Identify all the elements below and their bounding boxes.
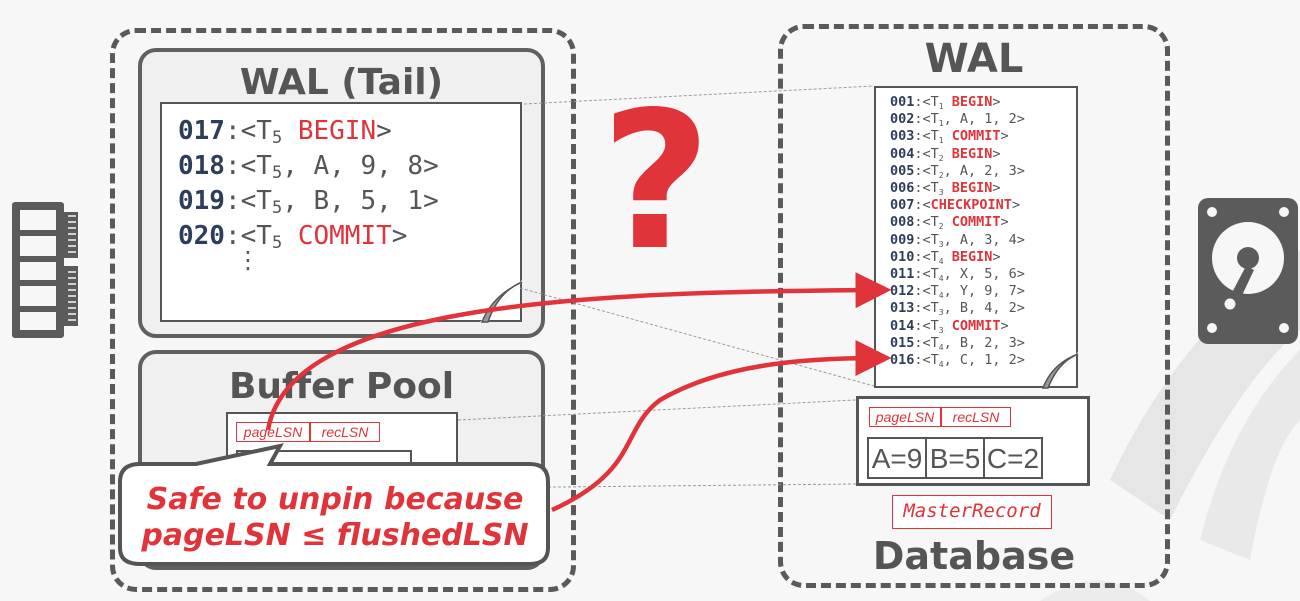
- wal-disk-record: 009:<T3, A, 3, 4>: [890, 231, 1025, 249]
- disk-region: [778, 24, 1170, 588]
- buffer-page-lsn-tag: pageLSN: [236, 422, 310, 442]
- zoom-guide-lines: [457, 85, 875, 489]
- buffer-rec-lsn-tag: recLSN: [310, 422, 380, 442]
- wal-disk-record: 007:<CHECKPOINT>: [890, 197, 1021, 214]
- disk-page-curl-icon: [1041, 352, 1079, 389]
- wal-disk-record: 014:<T3 COMMIT>: [890, 317, 1009, 335]
- wal-disk-record: 003:<T1 COMMIT>: [890, 128, 1009, 146]
- wal-disk-record: 015:<T4, B, 2, 3>: [890, 334, 1025, 352]
- wal-disk-record: 001:<T1 BEGIN>: [890, 94, 1001, 111]
- page-lsn-arrow: [265, 272, 892, 431]
- wal-disk-record: 005:<T2, A, 2, 3>: [890, 162, 1025, 180]
- wal-disk-record: 004:<T2 BEGIN>: [890, 145, 1001, 163]
- db-cell-a: A=9: [867, 437, 927, 479]
- wal-disk-record: 002:<T1, A, 1, 2>: [890, 111, 1025, 129]
- database-title: Database: [872, 534, 1076, 578]
- wal-tail-document: 017:<T5 BEGIN>018:<T5, A, 9, 8>019:<T5, …: [160, 102, 522, 322]
- callout-line-1: Safe to unpin because: [146, 482, 524, 517]
- wal-tail-ellipsis: ⋮: [236, 246, 260, 274]
- wal-tail-record: 018:<T5, A, 9, 8>: [178, 151, 439, 183]
- wal-disk-record: 008:<T2 COMMIT>: [890, 214, 1009, 232]
- callout-line-2: pageLSN ≤ flushedLSN: [141, 518, 529, 553]
- wal-tail-record: 020:<T5 COMMIT>: [178, 221, 408, 253]
- db-cell-b: B=5: [925, 437, 985, 479]
- wal-disk-title: WAL: [924, 36, 1024, 82]
- wal-tail-record: 019:<T5, B, 5, 1>: [178, 186, 439, 218]
- flushed-lsn-arrow: [551, 340, 892, 513]
- wal-tail-title: WAL (Tail): [239, 62, 444, 103]
- memory-region: [110, 28, 576, 592]
- db-rec-lsn-tag: recLSN: [941, 407, 1011, 427]
- wal-disk-document: 001:<T1 BEGIN>002:<T1, A, 1, 2>003:<T1 C…: [874, 86, 1078, 388]
- wal-disk-record: 013:<T3, B, 4, 2>: [890, 300, 1025, 318]
- db-page-lsn-tag: pageLSN: [869, 407, 941, 427]
- question-mark: ?: [600, 71, 712, 292]
- memory-icon: [12, 202, 78, 338]
- wal-disk-record: 016:<T4, C, 1, 2>: [890, 352, 1025, 369]
- wal-disk-record: 012:<T4, Y, 9, 7>: [890, 283, 1025, 301]
- wal-disk-record: 011:<T4, X, 5, 6>: [890, 266, 1025, 283]
- wal-disk-record: 010:<T4 BEGIN>: [890, 248, 1001, 266]
- wal-disk-record: 006:<T3 BEGIN>: [890, 180, 1001, 197]
- database-page: pageLSN recLSN A=9 B=5 C=2: [856, 396, 1090, 486]
- master-record: MasterRecord: [892, 495, 1052, 529]
- callout-bubble: [118, 443, 550, 566]
- wal-tail-record: 017:<T5 BEGIN>: [178, 116, 392, 148]
- hard-disk-icon: [1198, 198, 1298, 344]
- buffer-pool-title: Buffer Pool: [228, 366, 455, 407]
- db-cell-c: C=2: [983, 437, 1043, 479]
